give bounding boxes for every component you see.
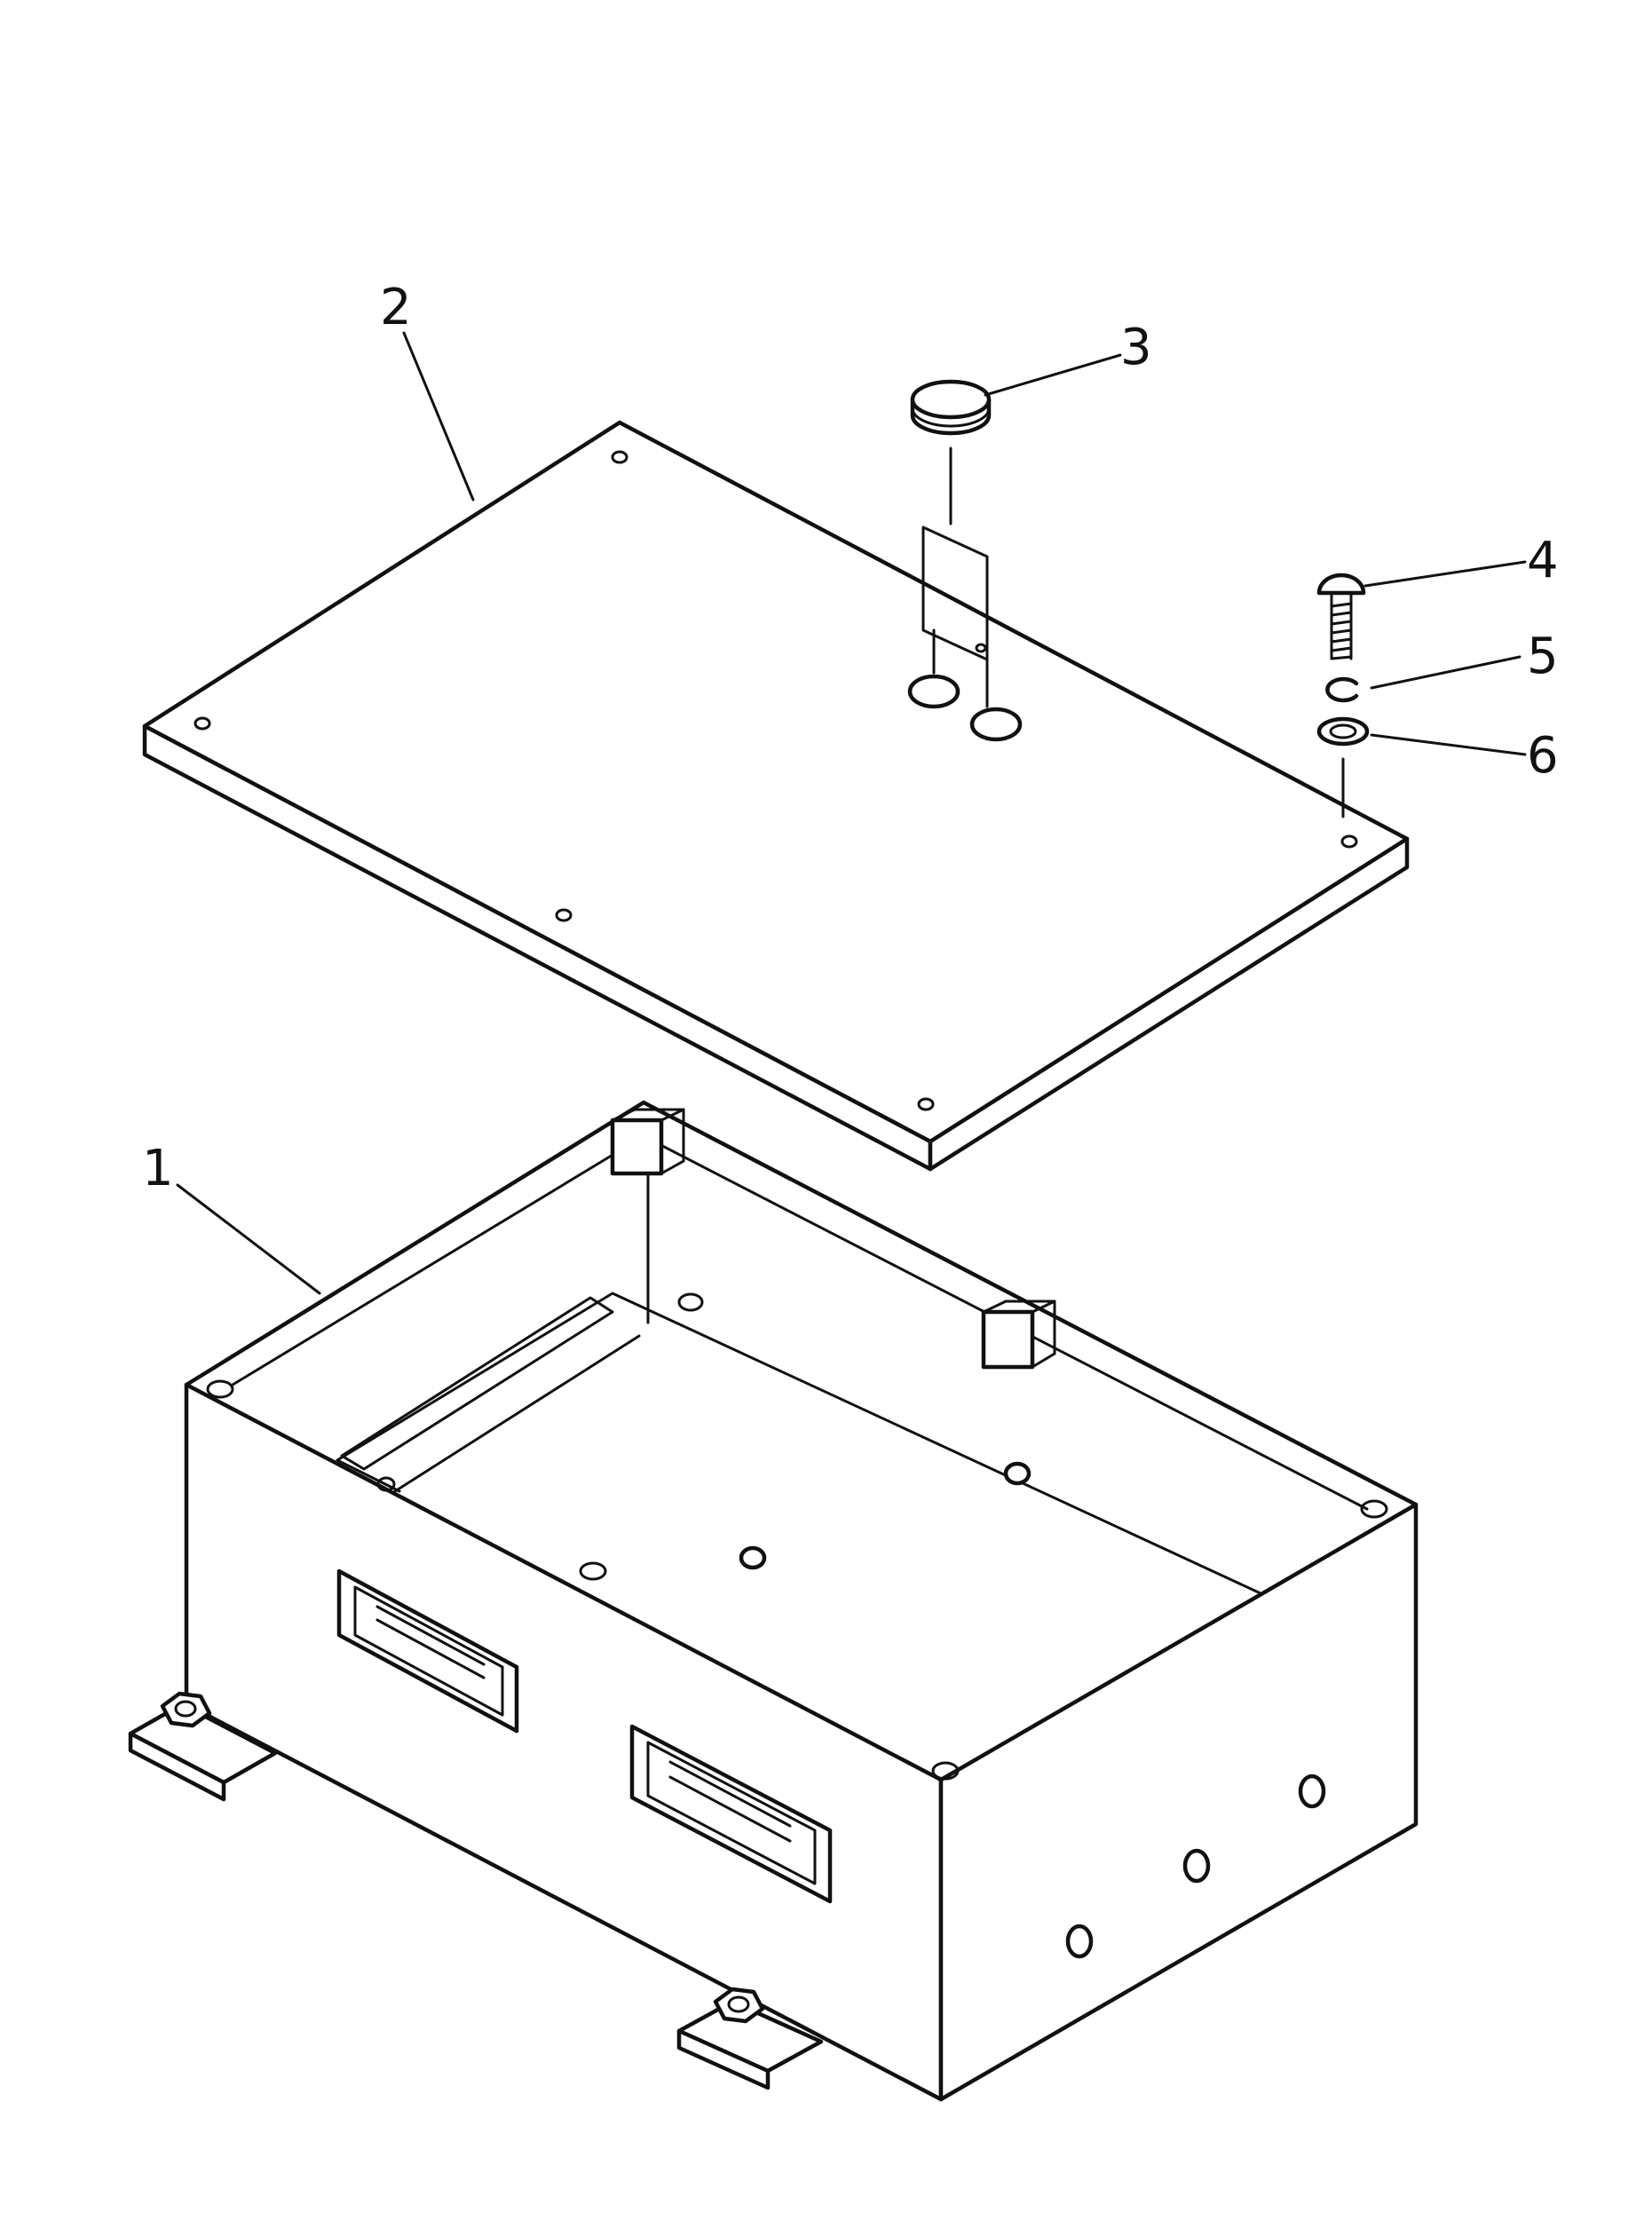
callout-leaders	[176, 331, 1527, 1295]
cover-plate	[142, 420, 1410, 1172]
callout-3: 3	[1120, 319, 1152, 376]
callout-1: 1	[142, 1140, 174, 1197]
callout-5: 5	[1527, 628, 1559, 685]
case-body	[128, 1100, 1419, 2102]
callout-6: 6	[1527, 727, 1559, 785]
screw-assembly	[1316, 573, 1370, 818]
cap-plug	[910, 379, 992, 525]
callout-2: 2	[380, 279, 412, 336]
callout-4: 4	[1527, 532, 1559, 589]
